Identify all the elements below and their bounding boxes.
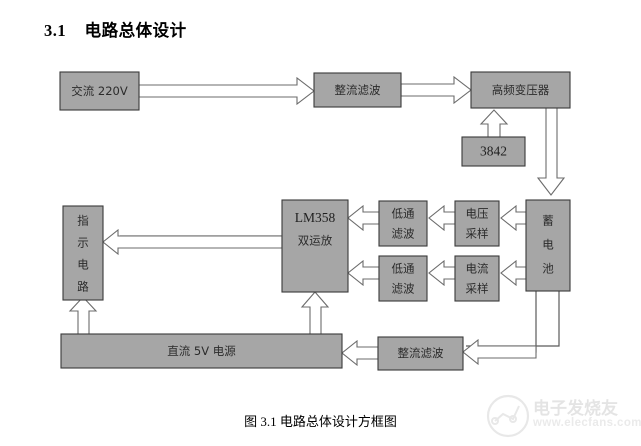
- block-uc3842-label: 3842: [480, 144, 507, 159]
- block-indicator-label-line-2: 示: [77, 236, 89, 250]
- block-rectifier-filter-bottom-label: 整流滤波: [398, 346, 444, 360]
- block-battery[interactable]: 蓄 电 池: [525, 199, 571, 292]
- arrow-lm358-to-indicator: [102, 228, 283, 256]
- arrow-rectifier2-to-dc5v: [341, 339, 379, 367]
- block-voltage-sampling-label-line-1: 电压: [466, 207, 489, 221]
- block-ac220-label: 交流 220V: [71, 84, 128, 98]
- arrow-uc3842-to-transformer: [479, 109, 509, 138]
- block-lowpass-filter-top-label-line-2: 滤波: [392, 227, 415, 241]
- block-indicator-label-line-1: 指: [77, 214, 89, 228]
- block-battery-label-line-1: 蓄: [542, 214, 554, 228]
- block-lowpass-filter-bottom-label-line-2: 滤波: [392, 282, 415, 296]
- block-lm358-dual-opamp[interactable]: LM358 双运放: [281, 199, 349, 293]
- block-indicator-label-line-3: 电: [77, 258, 89, 272]
- block-rectifier-filter-top[interactable]: 整流滤波: [313, 72, 402, 108]
- arrow-curr-sample-to-lpf-bottom: [428, 259, 456, 287]
- block-voltage-sampling[interactable]: 电压 采样: [454, 200, 500, 247]
- block-uc3842[interactable]: 3842: [461, 136, 526, 167]
- arrow-dc5v-to-indicator: [68, 296, 98, 335]
- figure-caption: 图 3.1 电路总体设计方框图: [244, 414, 397, 429]
- section-heading: 3.1 电路总体设计: [44, 21, 187, 40]
- block-lm358-label-line-1: LM358: [295, 210, 336, 225]
- block-lm358-label-line-2: 双运放: [298, 234, 333, 248]
- block-indicator-label-line-4: 路: [77, 280, 89, 294]
- block-high-frequency-transformer[interactable]: 高频变压器: [470, 71, 571, 109]
- arrow-battery-to-rectifier2: [462, 338, 537, 366]
- block-transformer-label: 高频变压器: [492, 83, 550, 97]
- block-lowpass-filter-top[interactable]: 低通 滤波: [378, 200, 428, 247]
- arrow-battery-to-volt-sample: [500, 204, 527, 232]
- arrow-ac220-to-rectifier1: [138, 76, 315, 106]
- block-lowpass-filter-top-label-line-1: 低通: [392, 207, 415, 221]
- arrow-volt-sample-to-lpf-top: [428, 204, 456, 232]
- arrow-lpf-top-to-lm358: [347, 204, 380, 232]
- arrow-transformer-to-battery: [536, 107, 566, 196]
- block-battery-label-line-2: 电: [542, 238, 554, 252]
- block-lowpass-filter-bottom-label-line-1: 低通: [392, 262, 415, 276]
- block-rectifier-filter-bottom[interactable]: 整流滤波: [377, 336, 464, 371]
- block-dc5v-label: 直流 5V 电源: [167, 344, 236, 358]
- block-ac220[interactable]: 交流 220V: [59, 71, 140, 111]
- block-indicator-circuit[interactable]: 指 示 电 路: [62, 205, 104, 301]
- block-battery-label-line-3: 池: [542, 262, 554, 276]
- arrow-battery-to-curr-sample: [500, 259, 527, 287]
- block-current-sampling-label-line-2: 采样: [466, 282, 489, 296]
- arrow-dc5v-to-lm358: [300, 291, 330, 335]
- block-current-sampling-label-line-1: 电流: [466, 262, 489, 276]
- arrow-lpf-bottom-to-lm358: [347, 259, 380, 287]
- block-voltage-sampling-label-line-2: 采样: [466, 227, 489, 241]
- block-dc5v-power-supply[interactable]: 直流 5V 电源: [60, 333, 343, 369]
- block-rectifier-filter-top-label: 整流滤波: [335, 83, 381, 97]
- block-lowpass-filter-bottom[interactable]: 低通 滤波: [378, 255, 428, 302]
- arrow-rectifier1-to-transformer: [400, 75, 472, 105]
- block-current-sampling[interactable]: 电流 采样: [454, 255, 500, 302]
- block-diagram: 交流 220V 整流滤波 高频变压器 3842 蓄 电 池 电压 采样: [59, 71, 571, 371]
